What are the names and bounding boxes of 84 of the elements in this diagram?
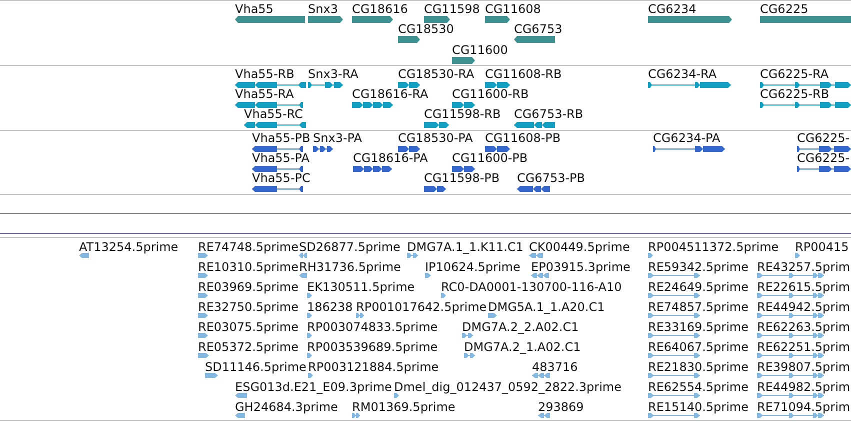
feature-label: CG11600 (452, 43, 508, 57)
feature-label: RE39807.5prim (757, 360, 850, 374)
feature-label: RE43257.5prim (757, 260, 850, 274)
feature-label: DMG7A.1_1.K11.C1 (407, 240, 524, 254)
feature-label: CG6753-PB (517, 171, 586, 185)
feature-label: RE62263.5prim (757, 320, 850, 334)
feature-label: RE33169.5prime (648, 320, 748, 334)
feature-label: RE71094.5prim (757, 400, 850, 414)
feature-label: RE62554.5prime (648, 380, 748, 394)
feature-label: CG11600-RB (452, 87, 529, 101)
feature-label: CG11598-RB (424, 107, 501, 121)
feature-label: RC0-DA0001-130700-116-A10 (441, 280, 622, 294)
feature-label: CG6225- (797, 131, 850, 145)
feature-label: Snx3 (308, 2, 338, 16)
feature-label: CG6225-RA (760, 67, 829, 81)
feature-label: 483716 (532, 360, 578, 374)
feature-label: CG6753 (514, 22, 562, 36)
feature-label: RE32750.5prime (198, 300, 298, 314)
feature-label: RP004511372.5prime (648, 240, 779, 254)
feature-label: RE03075.5prime (198, 320, 298, 334)
feature-label: RE21830.5prime (648, 360, 748, 374)
feature-label: Snx3-PA (313, 131, 362, 145)
feature-label: RE64067.5prime (648, 340, 748, 354)
feature-label: Vha55-PC (252, 171, 310, 185)
feature-label: RP001017642.5prime (356, 300, 487, 314)
feature-label: RP003074833.5prime (307, 320, 438, 334)
feature-label: Snx3-RA (308, 67, 358, 81)
feature-label: ESG013d.E21_E09.3prime (235, 380, 392, 394)
feature-label: RE15140.5prime (648, 400, 748, 414)
feature-label: CG11600-PB (452, 151, 528, 165)
feature-label: 293869 (538, 400, 584, 414)
feature-label: DMG5A.1_1.A20.C1 (488, 300, 605, 314)
feature-label: CG11598 (424, 2, 480, 16)
feature-label: GH24684.3prime (235, 400, 338, 414)
feature-label: Vha55-PB (252, 131, 310, 145)
feature-label: RE62251.5prim (757, 340, 850, 354)
feature-label: Vha55-RC (244, 107, 303, 121)
feature-label: CG6234-PA (653, 131, 720, 145)
feature-label: CG18616-PA (353, 151, 428, 165)
feature-label: DMG7A.2_1.A02.C1 (464, 340, 581, 354)
feature-label: CG6225- (797, 151, 850, 165)
feature-label: CK00449.5prime (529, 240, 630, 254)
feature-label: 186238 (307, 300, 353, 314)
feature-label: SD11146.5prime (205, 360, 306, 374)
feature-label: Vha55-RA (235, 87, 294, 101)
feature-label: RE05372.5prime (198, 340, 298, 354)
feature-label: RP00415 (795, 240, 849, 254)
feature-label: RP003121884.5prime (308, 360, 439, 374)
feature-label: CG18616 (352, 2, 408, 16)
feature-label: RE74748.5prime (198, 240, 298, 254)
feature-label: CG6234 (648, 2, 696, 16)
feature-label: Vha55 (235, 2, 274, 16)
feature-label: IP10624.5prime (425, 260, 520, 274)
feature-label: RM01369.5prime (352, 400, 456, 414)
feature-label: CG18530-PA (398, 131, 473, 145)
feature-label: CG11608-PB (485, 131, 561, 145)
feature-label: RE03969.5prime (198, 280, 298, 294)
feature-label: DMG7A.2_2.A02.C1 (462, 320, 579, 334)
feature-label: RP003539689.5prime (307, 340, 438, 354)
feature-label: Vha55-PA (252, 151, 310, 165)
feature-label: RE10310.5prime (198, 260, 298, 274)
feature-label: EK130511.5prime (307, 280, 415, 294)
feature-label: CG6225 (760, 2, 808, 16)
feature-label: CG6234-RA (648, 67, 717, 81)
feature-label: CG6753-RB (514, 107, 584, 121)
feature-label: RE74857.5prime (648, 300, 748, 314)
feature-label: CG18530 (398, 22, 454, 36)
feature-label: RH31736.5prime (299, 260, 401, 274)
feature-label: AT13254.5prime (79, 240, 178, 254)
feature-label: SD26877.5prime (299, 240, 400, 254)
feature-label: Vha55-RB (235, 67, 294, 81)
feature-label: CG18530-RA (398, 67, 474, 81)
feature-label: CG6225-RB (760, 87, 830, 101)
feature-label: RE24649.5prime (648, 280, 748, 294)
feature-label: RE44982.5prim (757, 380, 850, 394)
feature-label: CG11598-PB (424, 171, 500, 185)
feature-label: CG18616-RA (352, 87, 428, 101)
feature-label: EP03915.3prime (531, 260, 630, 274)
feature-label: CG11608-RB (485, 67, 562, 81)
feature-label: RE59342.5prime (648, 260, 748, 274)
feature-label: CG11608 (485, 2, 541, 16)
feature-label: RE22615.5prim (757, 280, 850, 294)
feature-label: RE44942.5prim (757, 300, 850, 314)
feature-label: Dmel_dig_012437_0592_2822.3prime (394, 380, 622, 394)
